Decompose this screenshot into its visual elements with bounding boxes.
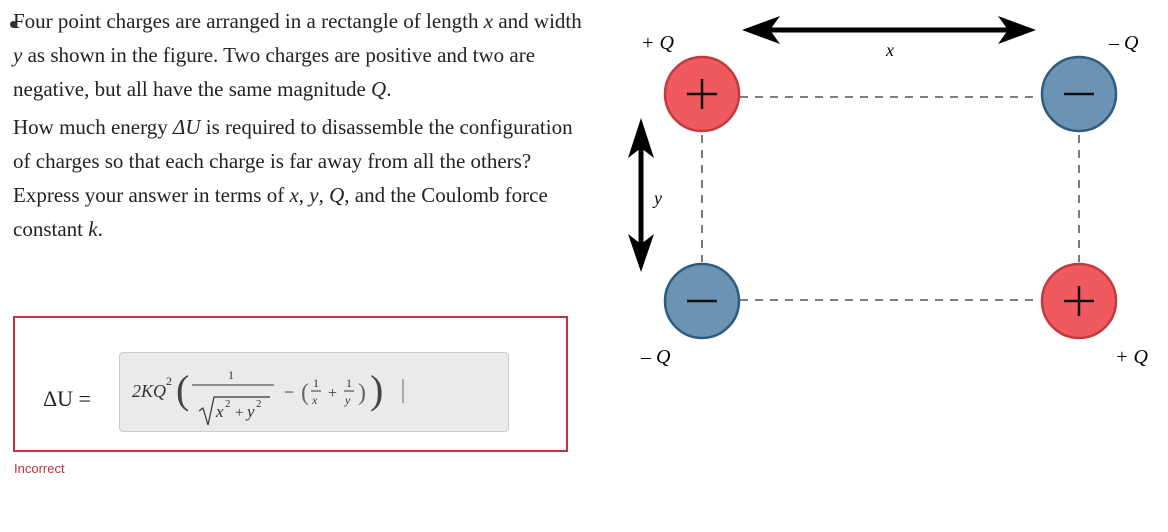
positive-charge-bottom-right [1040, 262, 1118, 340]
length-label: x [885, 40, 894, 60]
top-left-charge-label: + Q [641, 32, 674, 54]
svg-text:y: y [344, 393, 351, 407]
svg-text:): ) [358, 380, 366, 406]
svg-text:x: x [311, 393, 318, 407]
svg-text:x: x [215, 402, 224, 421]
svg-text:): ) [370, 367, 383, 412]
svg-text:+: + [235, 405, 243, 421]
svg-text:1: 1 [313, 376, 319, 390]
svg-text:1: 1 [346, 376, 352, 390]
answer-box: ΔU = 2KQ^2(1/sqrt(x^2+y^2) - (1/x + 1/y)… [13, 316, 568, 452]
svg-text:2: 2 [225, 398, 231, 410]
svg-text:2KQ: 2KQ [132, 381, 166, 401]
length-arrow [742, 16, 1036, 44]
bottom-right-charge-label: + Q [1115, 346, 1148, 368]
status-message: Incorrect [14, 461, 65, 476]
svg-text:y: y [245, 402, 255, 421]
svg-text:+: + [328, 385, 337, 402]
question-paragraph-2: How much energy ΔU is required to disass… [13, 115, 573, 241]
answer-formula: 2KQ 2 ( 1 x 2 + y 2 − ( 1 x + 1 y ) ) [132, 367, 404, 426]
positive-charge-top-left [663, 55, 741, 133]
top-right-charge-label: – Q [1108, 32, 1139, 54]
charge-figure: x y + Q – Q – Q + Q [628, 16, 1148, 368]
question-paragraph-1: Four point charges are arranged in a rec… [13, 9, 582, 101]
bullet-icon [10, 21, 17, 28]
question-text: Four point charges are arranged in a rec… [10, 4, 583, 250]
svg-text:(: ( [301, 380, 309, 406]
svg-text:(: ( [176, 367, 189, 412]
width-arrow [628, 118, 654, 272]
negative-charge-bottom-left [663, 262, 741, 340]
answer-label: ΔU = [43, 386, 91, 411]
bottom-left-charge-label: – Q [640, 346, 671, 368]
svg-text:1: 1 [228, 368, 234, 382]
svg-text:−: − [284, 382, 294, 402]
svg-text:2: 2 [166, 374, 172, 388]
svg-text:2: 2 [256, 398, 262, 410]
width-label: y [652, 188, 662, 208]
answer-input[interactable]: 2KQ^2(1/sqrt(x^2+y^2) - (1/x + 1/y)) 2KQ… [119, 352, 509, 432]
negative-charge-top-right [1040, 55, 1118, 133]
